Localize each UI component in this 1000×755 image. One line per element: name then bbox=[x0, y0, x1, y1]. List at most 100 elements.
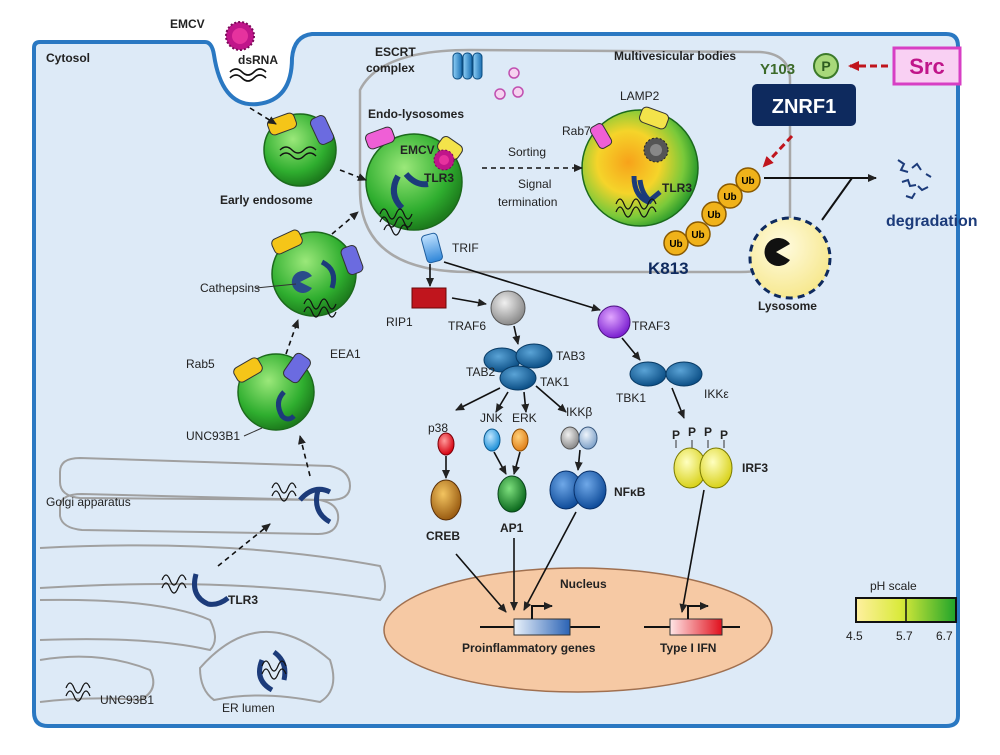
ap1-icon bbox=[497, 475, 527, 513]
traf3-label: TRAF3 bbox=[632, 319, 670, 333]
ub-2-label: Ub bbox=[691, 230, 704, 241]
ub-5-icon bbox=[735, 167, 761, 193]
irf3-p3-label: P bbox=[704, 425, 712, 439]
cathepsin-mid-pacman-icon bbox=[291, 271, 312, 294]
dsrna-strand-icon bbox=[229, 68, 267, 82]
jnk-to-ap1-arrow bbox=[493, 451, 507, 475]
proinflammatory-gene-box bbox=[513, 618, 571, 636]
tlr3-golgi-receptor-icon bbox=[298, 486, 332, 525]
ikka-icon bbox=[560, 426, 580, 450]
creb-icon bbox=[430, 479, 462, 521]
sorting-label: Sorting bbox=[508, 145, 546, 159]
ph-mid-label: 5.7 bbox=[896, 629, 913, 643]
ub-1-icon bbox=[663, 230, 689, 256]
eea1-icon bbox=[283, 352, 311, 384]
lysosome-vesicle bbox=[748, 216, 832, 300]
signal-label: Signal bbox=[518, 177, 551, 191]
phospho-p-label: P bbox=[821, 58, 830, 74]
unc93b1-mid-coil-icon bbox=[303, 298, 337, 318]
ub-3-icon bbox=[701, 201, 727, 227]
dsrna-early-icon bbox=[279, 146, 317, 160]
rip1-icon bbox=[411, 287, 447, 309]
ikkb-icon bbox=[578, 426, 598, 450]
traf6-to-tak-arrow bbox=[512, 325, 521, 345]
ph-scale-title: pH scale bbox=[870, 579, 917, 593]
mid-to-endo-arrow bbox=[331, 211, 359, 235]
early-endosome-label: Early endosome bbox=[220, 193, 313, 207]
znrf1-box bbox=[752, 84, 856, 126]
ub-2-icon bbox=[685, 221, 711, 247]
golgi-label: Golgi apparatus bbox=[46, 495, 131, 509]
lysosome-fusion-line bbox=[821, 177, 853, 221]
unc93b1-endo-coil-icon bbox=[379, 208, 413, 236]
low-to-mid-arrow bbox=[285, 319, 300, 355]
creb-label: CREB bbox=[426, 529, 460, 543]
traf3-to-tbk-arrow bbox=[621, 337, 641, 361]
tlr3-mvb-receptor-icon bbox=[631, 175, 662, 205]
rip1-label: RIP1 bbox=[386, 315, 413, 329]
traf6-icon bbox=[490, 290, 526, 326]
rab7-endo-icon bbox=[365, 126, 395, 150]
irf3-p1-label: P bbox=[672, 428, 680, 442]
rab7-label: Rab7 bbox=[562, 124, 591, 138]
rab7-icon bbox=[589, 123, 613, 149]
ub-4-icon bbox=[717, 183, 743, 209]
lysosome-label: Lysosome bbox=[758, 299, 817, 313]
tlr3-low-receptor-icon bbox=[276, 390, 296, 422]
irf3-phospho-marks bbox=[675, 440, 725, 448]
er-to-golgi-arrow bbox=[217, 523, 271, 567]
unc93b1-mvb-coil-icon bbox=[615, 198, 657, 218]
er-lumen-label: ER lumen bbox=[222, 701, 275, 715]
escrt-complex-icon bbox=[452, 52, 483, 80]
complex-label: complex bbox=[366, 61, 415, 75]
ifn-gene-box bbox=[669, 618, 723, 636]
tlr3-endo-receptor-icon bbox=[390, 172, 429, 211]
p38-label: p38 bbox=[428, 421, 448, 435]
irf3-p2-label: P bbox=[688, 425, 696, 439]
cathepsins-leader-line bbox=[255, 283, 297, 289]
y103-label: Y103 bbox=[760, 61, 795, 78]
tak1-icon bbox=[499, 365, 537, 391]
emcv-degraded-icon bbox=[643, 137, 669, 163]
rab5-icon bbox=[233, 357, 263, 383]
intraluminal-vesicles bbox=[494, 67, 524, 100]
mvb-label: Multivesicular bodies bbox=[614, 49, 736, 63]
ikke-label: IKKε bbox=[704, 387, 729, 401]
proinflammatory-tss-arrow bbox=[531, 602, 553, 619]
erk-label: ERK bbox=[512, 411, 537, 425]
irf3-label: IRF3 bbox=[742, 461, 768, 475]
k813-label: K813 bbox=[648, 259, 689, 278]
tab3-label: TAB3 bbox=[556, 349, 585, 363]
tlr3-mvb-label: TLR3 bbox=[662, 181, 692, 195]
tak1-to-jnk-arrow bbox=[495, 391, 509, 413]
nucleus-label: Nucleus bbox=[560, 577, 607, 591]
tak1-to-ikkb-arrow bbox=[535, 385, 567, 413]
unc93b1-leader-line bbox=[243, 427, 263, 437]
ap1-label: AP1 bbox=[500, 521, 524, 535]
tab2-label: TAB2 bbox=[466, 365, 495, 379]
tlr3-er-receptor-icon bbox=[192, 573, 230, 607]
unc93b1-er-mid-coil-icon bbox=[261, 660, 287, 680]
erk-icon bbox=[511, 428, 529, 452]
znrf1-label: ZNRF1 bbox=[772, 96, 836, 118]
escrt-label: ESCRT bbox=[375, 45, 416, 59]
termination-label: termination bbox=[498, 195, 557, 209]
ikk-to-nfkb-arrow bbox=[574, 449, 583, 471]
ub-5-label: Ub bbox=[741, 176, 754, 187]
tbk1-to-irf3-arrow bbox=[671, 387, 685, 419]
znrf1-ub-arrow bbox=[762, 134, 794, 168]
dsrna-label: dsRNA bbox=[238, 53, 278, 67]
traf3-icon bbox=[597, 305, 631, 339]
nfkb-right-icon bbox=[573, 470, 607, 510]
tbk1-icon bbox=[629, 361, 667, 387]
src-box bbox=[892, 46, 962, 86]
unc93b1-top-label: UNC93B1 bbox=[186, 429, 240, 443]
phospho-circle-icon bbox=[813, 53, 839, 79]
degraded-fragments-icon bbox=[897, 159, 932, 200]
tak1-to-p38-arrow bbox=[455, 387, 501, 411]
rab5-mid-icon bbox=[271, 229, 303, 255]
ubiquitin-chain: Ub Ub Ub Ub Ub bbox=[663, 167, 761, 256]
eea1-label: EEA1 bbox=[330, 347, 361, 361]
ub-3-label: Ub bbox=[707, 210, 720, 221]
